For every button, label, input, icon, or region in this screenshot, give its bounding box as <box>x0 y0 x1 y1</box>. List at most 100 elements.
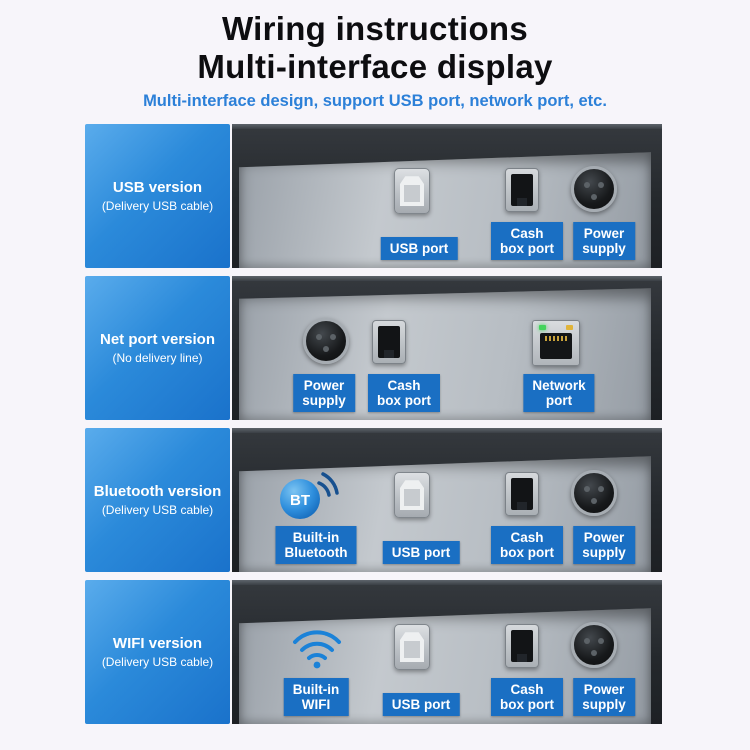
din-pin <box>323 346 329 353</box>
version-label-wifi: WIFI version (Delivery USB cable) <box>85 580 230 725</box>
usb-b-slot-inner <box>404 489 420 507</box>
bluetooth-icon-label: BT <box>290 492 310 509</box>
tag-line: supply <box>302 393 346 409</box>
rj45-hole <box>540 333 572 360</box>
tag-line: Network <box>532 378 586 393</box>
din-pin <box>591 194 597 201</box>
din-pin <box>584 182 590 189</box>
tag-line: Cash <box>510 530 544 545</box>
port-tag-cashbox: Cash box port <box>491 526 563 565</box>
version-title: Bluetooth version <box>93 483 222 501</box>
version-label-net: Net port version (No delivery line) <box>85 276 230 421</box>
usb-b-slot <box>400 480 424 511</box>
power-din-connector <box>571 470 617 517</box>
bluetooth-signal-arc <box>317 481 331 497</box>
version-subtitle: (Delivery USB cable) <box>101 655 214 670</box>
tag-line: Power <box>583 682 625 697</box>
wifi-dot <box>313 661 321 669</box>
din-pin <box>598 638 604 645</box>
din-pin <box>584 486 590 493</box>
printer-top-rim <box>232 124 662 130</box>
port-tag-cashbox: Cash box port <box>491 678 563 717</box>
tag-line: Built-in <box>292 530 340 545</box>
printer-top-rim <box>232 428 662 434</box>
tag-line: Cash <box>510 682 544 697</box>
port-tag-cashbox: Cash box port <box>491 222 563 261</box>
tag-line: Built-in <box>292 682 340 697</box>
printer-photo-net: Power supply Cash box port Network port <box>232 276 662 421</box>
usb-b-slot <box>400 176 424 207</box>
bluetooth-signal-arc <box>321 472 339 495</box>
tag-line: Bluetooth <box>284 545 348 561</box>
tag-line: supply <box>582 545 626 561</box>
power-din-connector <box>303 318 349 365</box>
row-bluetooth-version: Bluetooth version (Delivery USB cable) <box>85 428 750 573</box>
tag-line: USB port <box>391 697 451 713</box>
port-tag-network: Network port <box>523 374 595 413</box>
tag-line: box port <box>500 545 554 561</box>
port-tag-power: Power supply <box>293 374 355 413</box>
page-subtitle: Multi-interface design, support USB port… <box>143 92 607 111</box>
usb-b-connector <box>394 472 430 519</box>
header: Wiring instructions Multi-interface disp… <box>0 10 750 111</box>
printer-top-rim <box>232 276 662 282</box>
wifi-arc <box>300 641 334 653</box>
rj11-cashbox-connector <box>505 472 539 517</box>
printer-photo-usb: USB port Cash box port Power supply <box>232 124 662 269</box>
tag-line: WIFI <box>301 697 331 713</box>
rj11-hole <box>511 478 533 511</box>
port-tag-usb: USB port <box>380 237 458 261</box>
bluetooth-icon: BT <box>280 472 339 520</box>
tag-line: Power <box>583 530 625 545</box>
port-tag-usb: USB port <box>382 541 460 565</box>
rj11-cashbox-connector <box>505 168 539 213</box>
version-subtitle: (No delivery line) <box>112 351 203 366</box>
port-tag-usb: USB port <box>382 693 460 717</box>
power-din-connector <box>571 166 617 213</box>
version-label-usb: USB version (Delivery USB cable) <box>85 124 230 269</box>
tag-line: box port <box>500 697 554 713</box>
printer-photo-bluetooth: BT Built-in <box>232 428 662 573</box>
rj11-hole <box>511 630 533 663</box>
row-usb-version: USB version (Delivery USB cable) <box>85 124 750 269</box>
usb-b-slot <box>400 632 424 663</box>
din-pin <box>316 334 322 341</box>
tag-line: Cash <box>387 378 421 393</box>
wifi-arc <box>307 653 327 661</box>
din-pin <box>584 638 590 645</box>
rj11-cashbox-connector <box>372 320 406 365</box>
version-title: USB version <box>112 179 203 197</box>
version-title: Net port version <box>99 331 216 349</box>
printer-top-rim <box>232 580 662 586</box>
tag-line: supply <box>582 697 626 713</box>
port-tag-power: Power supply <box>573 678 635 717</box>
rj11-cashbox-connector <box>505 624 539 669</box>
tag-line: supply <box>582 241 626 257</box>
rj45-network-connector <box>532 320 580 367</box>
page-title-line2: Multi-interface display <box>197 47 553 85</box>
port-tag-builtin-bluetooth: Built-in Bluetooth <box>275 526 357 565</box>
version-label-bluetooth: Bluetooth version (Delivery USB cable) <box>85 428 230 573</box>
usb-b-slot-inner <box>404 641 420 659</box>
bluetooth-circle <box>280 479 320 520</box>
printer-photo-wifi: Built-in WIFI USB port Cash box port Pow… <box>232 580 662 725</box>
version-subtitle: (Delivery USB cable) <box>101 199 214 214</box>
page-title-line1: Wiring instructions <box>221 10 529 47</box>
din-pin <box>598 182 604 189</box>
tag-line: Cash <box>510 226 544 241</box>
tag-line: port <box>545 393 573 409</box>
rj11-hole <box>511 174 533 207</box>
tag-line: Power <box>303 378 345 393</box>
version-subtitle: (Delivery USB cable) <box>101 503 214 518</box>
tag-line: USB port <box>389 241 449 257</box>
tag-line: box port <box>377 393 431 409</box>
din-pin <box>598 486 604 493</box>
tag-line: USB port <box>391 545 451 561</box>
row-net-port-version: Net port version (No delivery line) <box>85 276 750 421</box>
port-tag-cashbox: Cash box port <box>368 374 440 413</box>
port-tag-power: Power supply <box>573 222 635 261</box>
usb-b-connector <box>394 624 430 671</box>
wifi-icon <box>293 630 341 669</box>
tag-line: Power <box>583 226 625 241</box>
